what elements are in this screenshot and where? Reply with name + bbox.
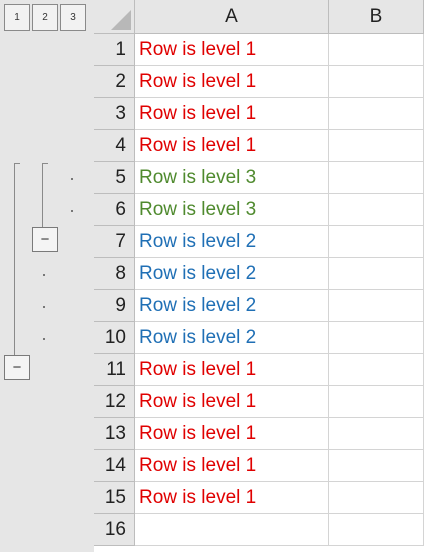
outline-level-3-button[interactable]: 3 (60, 4, 86, 31)
row-header-3[interactable]: 3 (94, 98, 135, 130)
row-header-7[interactable]: 7 (94, 226, 135, 258)
cell-b12[interactable] (329, 386, 424, 418)
outline-level-1-button[interactable]: 1 (4, 4, 30, 31)
cell-b8[interactable] (329, 258, 424, 290)
row-header-16[interactable]: 16 (94, 514, 135, 546)
cell-b9[interactable] (329, 290, 424, 322)
cell-b14[interactable] (329, 450, 424, 482)
cell-a1[interactable]: Row is level 1 (135, 34, 329, 66)
outline-dot-row-6 (71, 210, 73, 212)
cell-a3[interactable]: Row is level 1 (135, 98, 329, 130)
outline-dot-row-8 (43, 274, 45, 276)
row-header-10[interactable]: 10 (94, 322, 135, 354)
cell-b3[interactable] (329, 98, 424, 130)
cell-a7[interactable]: Row is level 2 (135, 226, 329, 258)
cell-a16[interactable] (135, 514, 329, 546)
select-all-triangle-icon (111, 10, 131, 30)
row-header-5[interactable]: 5 (94, 162, 135, 194)
cell-a12[interactable]: Row is level 1 (135, 386, 329, 418)
cell-b11[interactable] (329, 354, 424, 386)
inner-group-bracket-top (42, 163, 48, 164)
cell-b1[interactable] (329, 34, 424, 66)
cell-b4[interactable] (329, 130, 424, 162)
row-header-11[interactable]: 11 (94, 354, 135, 386)
outline-dot-row-9 (43, 306, 45, 308)
cell-a6[interactable]: Row is level 3 (135, 194, 329, 226)
cell-a10[interactable]: Row is level 2 (135, 322, 329, 354)
cell-b16[interactable] (329, 514, 424, 546)
cell-a13[interactable]: Row is level 1 (135, 418, 329, 450)
inner-group-collapse-button[interactable]: − (32, 227, 58, 252)
cell-a5[interactable]: Row is level 3 (135, 162, 329, 194)
cell-a8[interactable]: Row is level 2 (135, 258, 329, 290)
row-header-15[interactable]: 15 (94, 482, 135, 514)
cell-a4[interactable]: Row is level 1 (135, 130, 329, 162)
outline-dot-row-10 (43, 338, 45, 340)
cell-b13[interactable] (329, 418, 424, 450)
cell-a9[interactable]: Row is level 2 (135, 290, 329, 322)
row-header-2[interactable]: 2 (94, 66, 135, 98)
outer-group-bracket-line (14, 163, 15, 355)
row-header-12[interactable]: 12 (94, 386, 135, 418)
cell-a15[interactable]: Row is level 1 (135, 482, 329, 514)
cell-b6[interactable] (329, 194, 424, 226)
cell-b5[interactable] (329, 162, 424, 194)
row-header-14[interactable]: 14 (94, 450, 135, 482)
column-header-a[interactable]: A (135, 0, 329, 34)
row-header-13[interactable]: 13 (94, 418, 135, 450)
cell-b10[interactable] (329, 322, 424, 354)
outline-level-2-button[interactable]: 2 (32, 4, 58, 31)
column-header-b[interactable]: B (329, 0, 424, 34)
row-header-6[interactable]: 6 (94, 194, 135, 226)
cell-b7[interactable] (329, 226, 424, 258)
outline-dot-row-5 (71, 178, 73, 180)
outer-group-collapse-button[interactable]: − (4, 355, 30, 380)
cell-a11[interactable]: Row is level 1 (135, 354, 329, 386)
row-header-1[interactable]: 1 (94, 34, 135, 66)
row-header-9[interactable]: 9 (94, 290, 135, 322)
cell-a14[interactable]: Row is level 1 (135, 450, 329, 482)
row-header-8[interactable]: 8 (94, 258, 135, 290)
cell-b15[interactable] (329, 482, 424, 514)
select-all-corner[interactable] (94, 0, 135, 34)
outer-group-bracket-top (14, 163, 20, 164)
cell-b2[interactable] (329, 66, 424, 98)
inner-group-bracket-line (42, 163, 43, 227)
row-header-4[interactable]: 4 (94, 130, 135, 162)
cell-a2[interactable]: Row is level 1 (135, 66, 329, 98)
outline-pane: 1 2 3 − − (0, 0, 94, 552)
